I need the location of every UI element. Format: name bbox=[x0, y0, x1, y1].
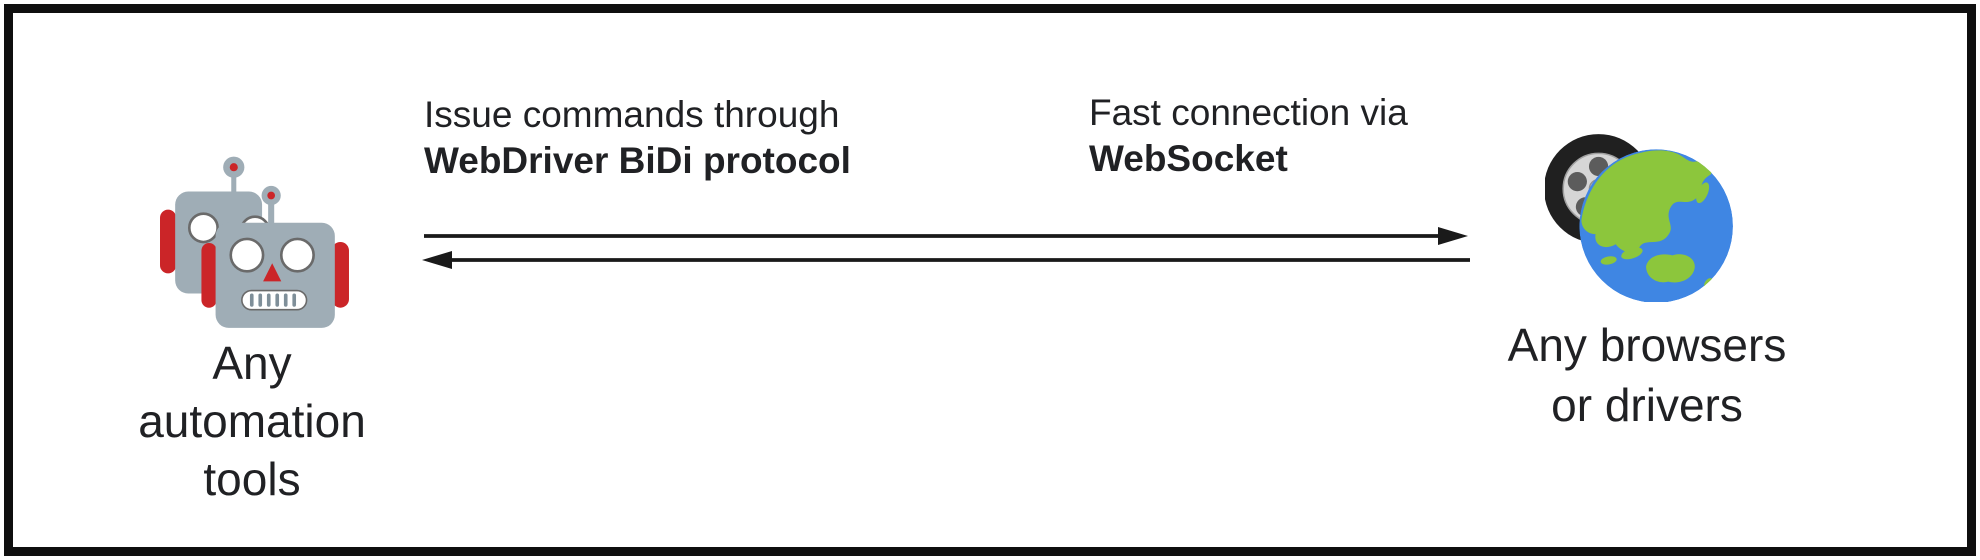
right-node-label-line: or drivers bbox=[1551, 379, 1743, 431]
front-robot-mouth bbox=[241, 289, 308, 311]
command-label-line1: Issue commands through bbox=[424, 94, 840, 135]
left-node-label-line: tools bbox=[203, 453, 301, 505]
transport-label-line2: WebSocket bbox=[1089, 138, 1288, 179]
back-robot-ear bbox=[160, 209, 177, 274]
front-robot-right-ear bbox=[331, 242, 349, 308]
wheel-globe-icon bbox=[1545, 134, 1733, 302]
command-label-line2: WebDriver BiDi protocol bbox=[424, 140, 851, 181]
right-node-label: Any browsers or drivers bbox=[1487, 315, 1807, 435]
robots-icon bbox=[160, 156, 349, 328]
command-label: Issue commands through WebDriver BiDi pr… bbox=[424, 92, 851, 184]
left-node-label: Any automation tools bbox=[92, 334, 412, 508]
front-robot-nose bbox=[263, 263, 282, 282]
left-node-label-line: Any bbox=[212, 337, 292, 389]
transport-label: Fast connection via WebSocket bbox=[1089, 90, 1408, 182]
right-node-label-line: Any browsers bbox=[1507, 319, 1787, 371]
front-robot-right-eye bbox=[279, 237, 315, 273]
arrow-left bbox=[422, 251, 1470, 269]
left-node-label-line: automation bbox=[138, 395, 366, 447]
arrow-right bbox=[424, 227, 1468, 245]
front-robot-left-ear bbox=[201, 243, 217, 308]
front-robot-left-eye bbox=[229, 237, 265, 273]
globe-icon bbox=[1579, 149, 1733, 302]
transport-label-line1: Fast connection via bbox=[1089, 92, 1408, 133]
